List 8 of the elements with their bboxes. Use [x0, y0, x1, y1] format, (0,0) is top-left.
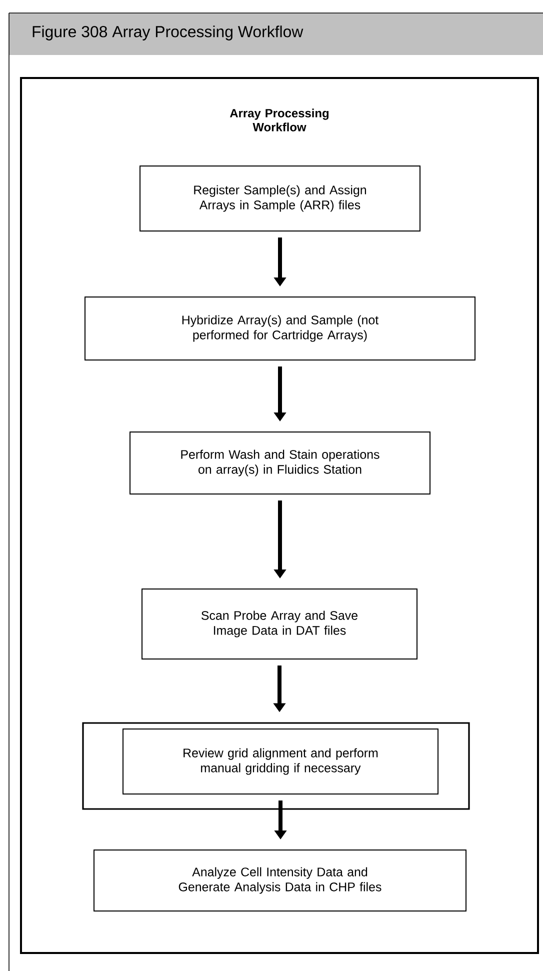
title-bar: Figure 308 Array Processing Workflow [9, 13, 543, 55]
group-box [82, 722, 470, 810]
process-box: Perform Wash and Stain operations on array(s) in Fluidics Station [130, 432, 430, 494]
process-box: Scan Probe Array and Save Image Data in DAT files [142, 588, 418, 660]
process-box: Hybridize Array(s) and Sample (not performed for Cartridge Arrays) [84, 296, 476, 360]
process-box: Review grid alignment and perform manual gridding if necessary [122, 728, 438, 794]
process-box: Analyze Cell Intensity Data and Generate Analysis Data in CHP files [94, 850, 466, 912]
process-box: Register Sample(s) and Assign Arrays in Sample (ARR) files [140, 166, 420, 232]
